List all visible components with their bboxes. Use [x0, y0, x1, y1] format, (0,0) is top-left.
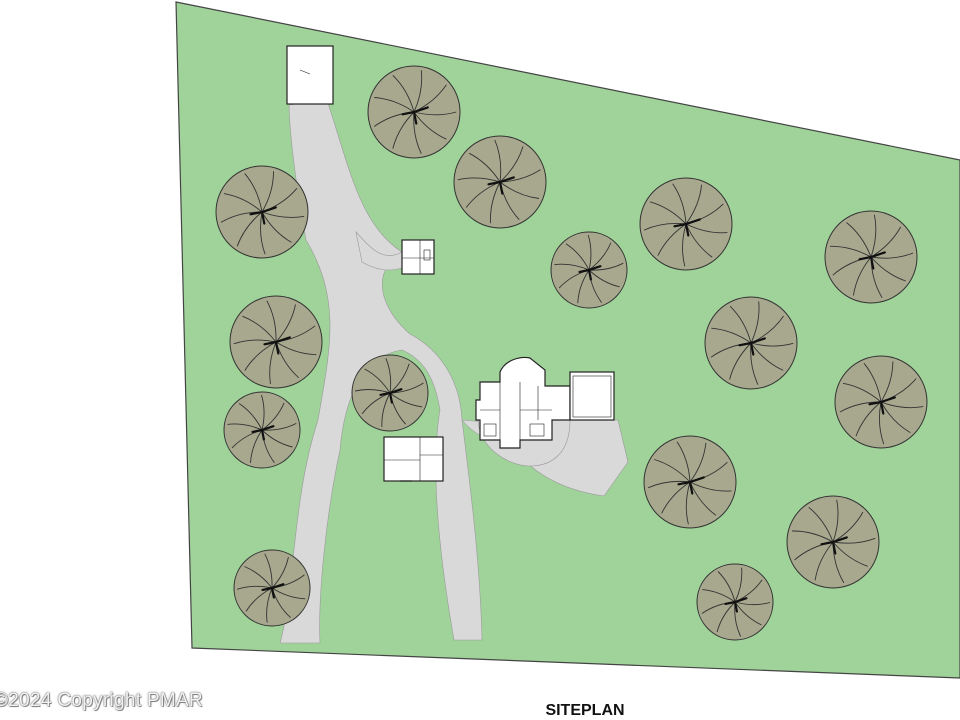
tree-trunk: [261, 583, 285, 599]
tree-trunk: [673, 218, 701, 237]
copyright-watermark: ©2024 Copyright PMAR: [0, 690, 204, 711]
tree-6: [824, 210, 918, 304]
tree-9: [351, 354, 429, 432]
tree-12: [643, 435, 737, 529]
tree-branches: [227, 394, 297, 464]
tree-branches: [457, 139, 541, 224]
tree-1: [367, 65, 461, 159]
tree-15: [696, 563, 774, 641]
tree-trunk: [578, 265, 602, 281]
tree-branches: [710, 301, 794, 385]
tree-trunk: [379, 388, 403, 404]
property-lot: [175, 1, 960, 679]
detached-structure-north: [286, 45, 334, 105]
diagram-title: SITEPLAN: [545, 702, 625, 719]
tree-branches: [701, 567, 771, 637]
tree-trunk: [251, 425, 275, 441]
main-house: [475, 356, 571, 467]
small-outbuilding: [401, 239, 435, 275]
tree-branches: [355, 358, 424, 428]
tree-branches: [792, 499, 876, 584]
tree-trunk: [401, 106, 429, 125]
tree-10: [834, 355, 928, 449]
tree-13: [786, 495, 880, 589]
garage: [569, 371, 615, 421]
tree-trunk: [263, 336, 291, 355]
tree-trunk: [858, 251, 886, 270]
tree-7: [229, 295, 323, 389]
guest-structure: [383, 436, 444, 482]
tree-branches: [554, 234, 624, 304]
tree-branches: [220, 171, 305, 255]
tree-branches: [373, 70, 457, 154]
tree-4: [550, 231, 628, 309]
tree-trunk: [677, 476, 705, 495]
tree-2: [453, 135, 547, 229]
tree-14: [233, 549, 311, 627]
tree-11: [223, 391, 301, 469]
tree-branches: [829, 214, 914, 299]
tree-branches: [839, 361, 924, 445]
tree-branches: [236, 553, 306, 623]
tree-branches: [233, 300, 317, 385]
tree-trunk: [738, 337, 766, 356]
tree-3: [215, 165, 309, 259]
tree-trunk: [487, 176, 515, 195]
tree-trunk: [820, 536, 848, 555]
tree-5: [639, 177, 733, 271]
tree-branches: [647, 441, 732, 525]
tree-trunk: [724, 597, 748, 613]
tree-trunk: [249, 206, 277, 225]
tree-trunk: [868, 396, 896, 415]
tree-8: [704, 296, 798, 390]
driveway: [279, 99, 629, 644]
tree-branches: [643, 183, 728, 267]
